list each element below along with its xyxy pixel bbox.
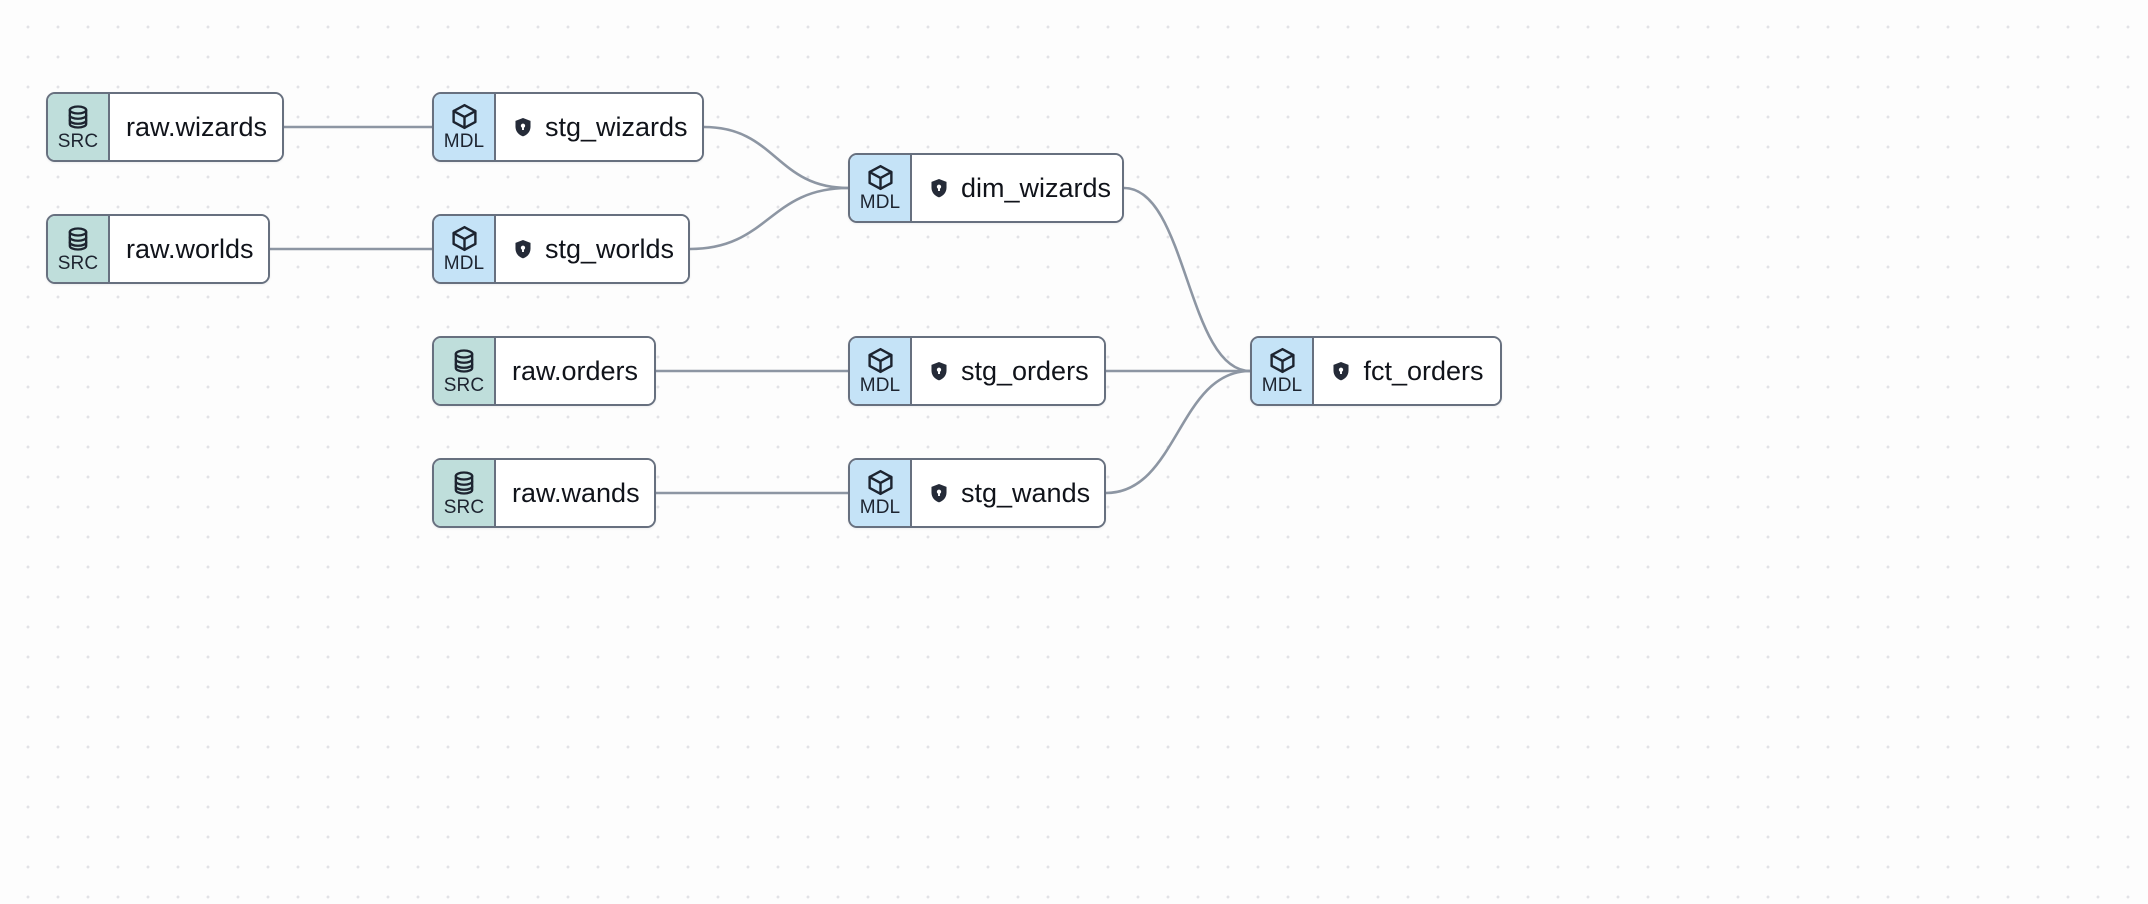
node-kind-label: SRC: [57, 130, 99, 152]
node-kind-label: MDL: [1261, 375, 1303, 396]
lineage-node-raw-wands[interactable]: SRC raw.wands: [432, 458, 656, 528]
database-icon: [64, 103, 92, 131]
node-kind-badge: MDL: [850, 460, 912, 526]
shield-lock-icon: [512, 238, 534, 260]
cube-icon: [866, 468, 895, 497]
cube-icon: [1268, 346, 1297, 375]
node-body: fct_orders: [1314, 338, 1500, 404]
node-kind-label: SRC: [57, 252, 99, 274]
lineage-node-fct-orders[interactable]: MDL fct_orders: [1250, 336, 1502, 406]
database-icon: [450, 469, 478, 497]
node-kind-label: MDL: [859, 192, 901, 213]
node-body: dim_wizards: [912, 155, 1122, 221]
lineage-node-stg-orders[interactable]: MDL stg_orders: [848, 336, 1106, 406]
node-kind-badge: MDL: [850, 338, 912, 404]
node-kind-badge: MDL: [434, 94, 496, 160]
node-label: raw.orders: [512, 356, 639, 386]
node-body: raw.worlds: [110, 216, 268, 282]
lineage-node-raw-orders[interactable]: SRC raw.orders: [432, 336, 656, 406]
shield-lock-icon: [928, 482, 950, 504]
node-body: stg_worlds: [496, 216, 688, 282]
node-kind-badge: SRC: [48, 216, 110, 282]
node-label: fct_orders: [1363, 356, 1484, 386]
node-label: raw.wizards: [126, 112, 268, 142]
node-label: raw.wands: [512, 478, 640, 508]
node-label: raw.worlds: [126, 234, 254, 264]
node-kind-label: MDL: [859, 497, 901, 518]
node-kind-label: MDL: [859, 375, 901, 396]
shield-lock-icon: [1330, 360, 1352, 382]
cube-icon: [450, 224, 479, 253]
node-kind-label: MDL: [443, 253, 485, 274]
cube-icon: [866, 346, 895, 375]
shield-lock-icon: [928, 177, 950, 199]
database-icon: [64, 225, 92, 253]
lineage-node-dim-wizards[interactable]: MDL dim_wizards: [848, 153, 1124, 223]
database-icon: [450, 347, 478, 375]
lineage-node-raw-worlds[interactable]: SRC raw.worlds: [46, 214, 270, 284]
node-kind-label: MDL: [443, 131, 485, 152]
lineage-node-stg-wizards[interactable]: MDL stg_wizards: [432, 92, 704, 162]
node-kind-badge: MDL: [850, 155, 912, 221]
node-kind-badge: MDL: [1252, 338, 1314, 404]
node-kind-badge: SRC: [434, 338, 496, 404]
node-body: stg_orders: [912, 338, 1104, 404]
node-body: raw.wands: [496, 460, 654, 526]
node-body: raw.orders: [496, 338, 654, 404]
shield-lock-icon: [928, 360, 950, 382]
node-body: stg_wands: [912, 460, 1104, 526]
lineage-node-raw-wizards[interactable]: SRC raw.wizards: [46, 92, 284, 162]
node-kind-badge: SRC: [48, 94, 110, 160]
node-label: stg_worlds: [545, 234, 675, 264]
node-kind-badge: MDL: [434, 216, 496, 282]
shield-lock-icon: [512, 116, 534, 138]
cube-icon: [450, 102, 479, 131]
node-kind-badge: SRC: [434, 460, 496, 526]
cube-icon: [866, 163, 895, 192]
node-body: stg_wizards: [496, 94, 702, 160]
node-label: stg_orders: [961, 356, 1089, 386]
lineage-node-stg-wands[interactable]: MDL stg_wands: [848, 458, 1106, 528]
node-body: raw.wizards: [110, 94, 282, 160]
node-kind-label: SRC: [443, 374, 485, 396]
lineage-node-stg-worlds[interactable]: MDL stg_worlds: [432, 214, 690, 284]
node-label: stg_wizards: [545, 112, 688, 142]
node-kind-label: SRC: [443, 496, 485, 518]
node-label: stg_wands: [961, 478, 1091, 508]
node-label: dim_wizards: [961, 173, 1112, 203]
